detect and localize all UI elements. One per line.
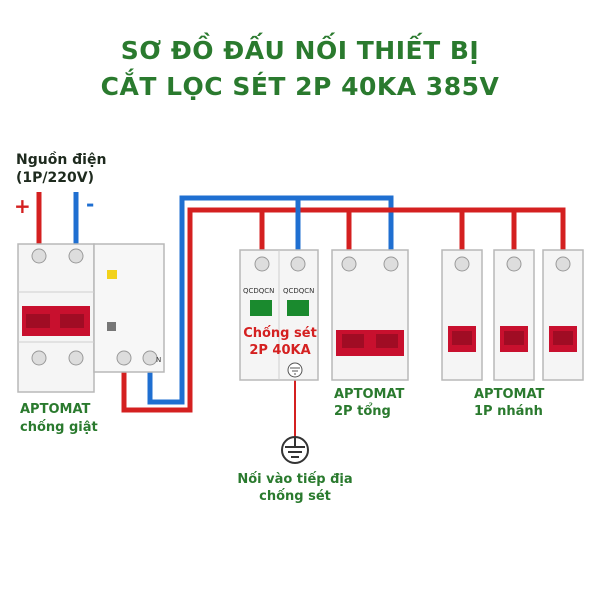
- branch-breaker-3: [542, 249, 584, 381]
- branch-breaker-2: [493, 249, 535, 381]
- main-breaker-device: [331, 249, 409, 381]
- ground-label-line1: Nối vào tiếp địa: [237, 472, 353, 487]
- spd-label-line1: Chống sét: [243, 326, 317, 341]
- rcbo-n-mark: N: [156, 356, 162, 364]
- title-line-2: CẮT LỌC SÉT 2P 40KA 385V: [100, 72, 500, 101]
- title-line-1: SƠ ĐỒ ĐẤU NỐI THIẾT BỊ: [120, 36, 480, 65]
- branch-breaker-1: [441, 249, 483, 381]
- plus-sign: +: [14, 194, 31, 218]
- source-label-line2: (1P/220V): [16, 170, 94, 186]
- branch-breakers-label-line1: APTOMAT: [474, 387, 545, 402]
- ground-label-line2: chống sét: [259, 489, 331, 504]
- rcbo-device: [17, 243, 165, 393]
- spd-module-text-right: QCDQCN: [283, 287, 315, 295]
- main-breaker-label-line1: APTOMAT: [334, 387, 405, 402]
- live-bus-wire: [121, 207, 566, 413]
- minus-sign: -: [86, 192, 95, 216]
- ground-symbol: [281, 436, 309, 464]
- branch-breakers-label-line2: 1P nhánh: [474, 404, 543, 419]
- spd-label-line2: 2P 40KA: [249, 343, 311, 358]
- main-breaker-label-line2: 2P tổng: [334, 404, 391, 419]
- rcbo-label-line1: APTOMAT: [20, 402, 91, 417]
- source-label-line1: Nguồn điện: [16, 152, 107, 168]
- rcbo-label-line2: chống giật: [20, 420, 98, 435]
- spd-module-text-left: QCDQCN: [243, 287, 275, 295]
- spd-device: [239, 249, 319, 381]
